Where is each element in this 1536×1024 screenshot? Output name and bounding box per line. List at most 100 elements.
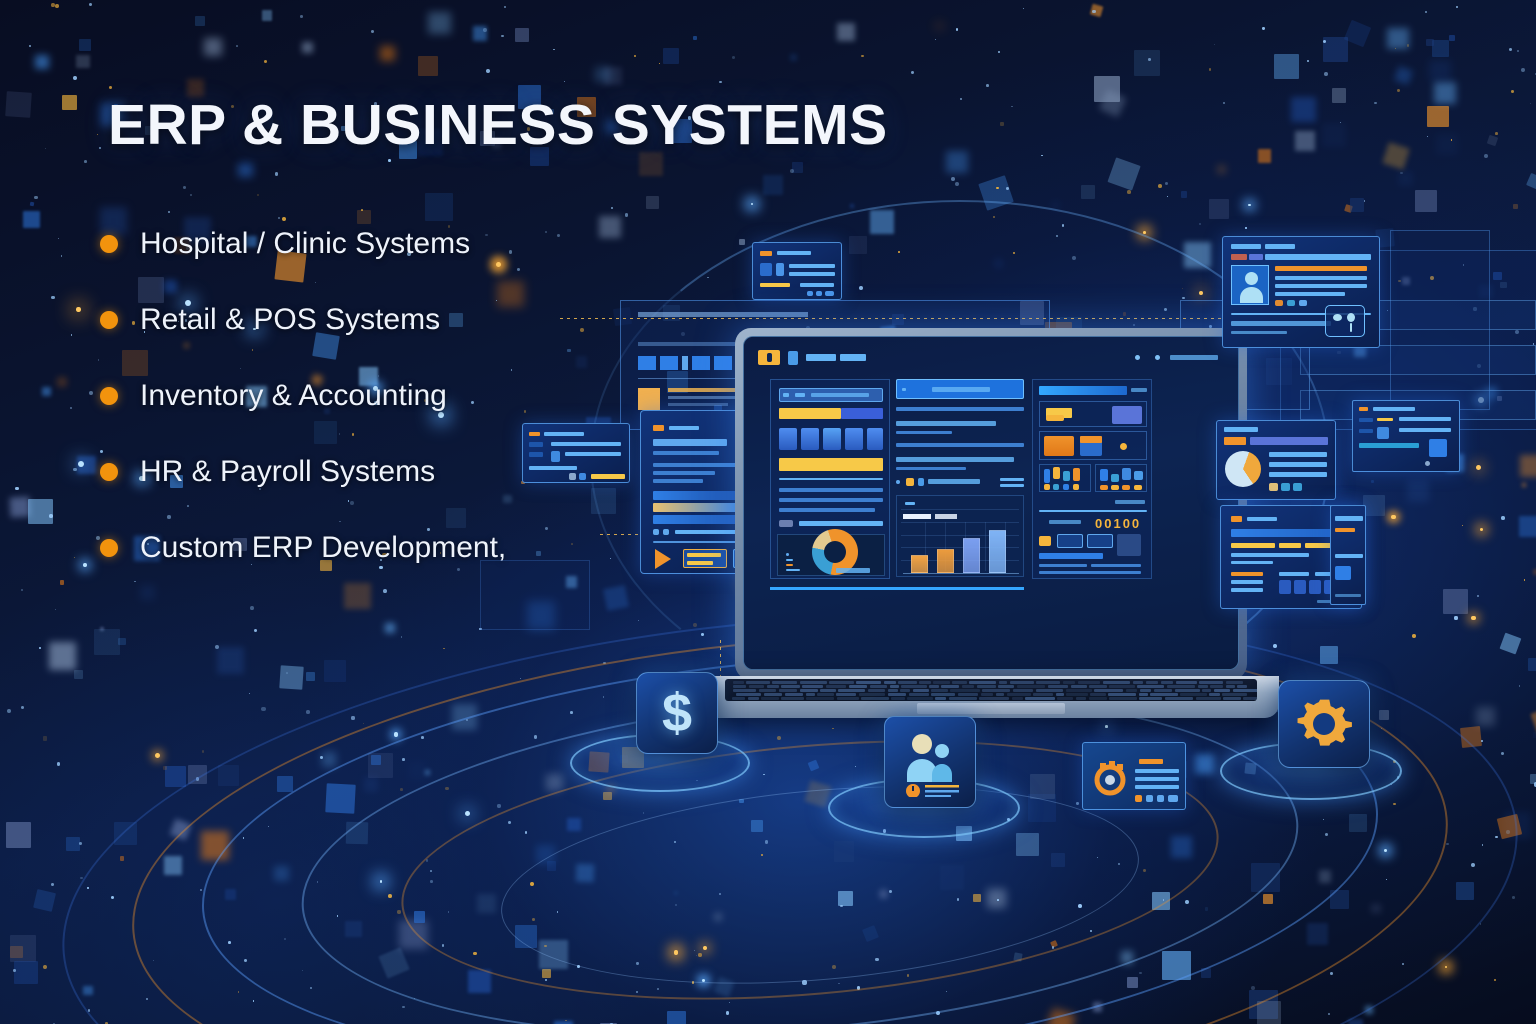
inventory-card[interactable] xyxy=(1082,742,1186,810)
keyboard-key[interactable] xyxy=(747,697,759,700)
keyboard-key[interactable] xyxy=(758,689,777,692)
keyboard-key[interactable] xyxy=(908,693,929,696)
keyboard-key[interactable] xyxy=(891,697,905,700)
window-dot-icon[interactable] xyxy=(1135,355,1140,360)
keyboard-key[interactable] xyxy=(887,693,907,696)
keyboard-key[interactable] xyxy=(1210,685,1224,688)
keyboard-key[interactable] xyxy=(1137,685,1165,688)
keyboard-key[interactable] xyxy=(976,685,996,688)
keyboard-key[interactable] xyxy=(1138,693,1148,696)
keyboard-key[interactable] xyxy=(1164,697,1194,700)
keyboard-key[interactable] xyxy=(1012,689,1034,692)
keyboard-key[interactable] xyxy=(1094,689,1124,692)
keyboard-key[interactable] xyxy=(817,693,834,696)
keyboard-key[interactable] xyxy=(898,681,917,684)
keyboard-key[interactable] xyxy=(802,685,824,688)
keyboard-key[interactable] xyxy=(889,685,899,688)
keyboard-key[interactable] xyxy=(1225,685,1235,688)
keyboard-key[interactable] xyxy=(1011,697,1023,700)
keyboard-key[interactable] xyxy=(732,681,744,684)
keyboard-key[interactable] xyxy=(1243,697,1257,700)
keyboard-key[interactable] xyxy=(1035,689,1063,692)
keyboard-key[interactable] xyxy=(883,681,896,684)
keyboard-key[interactable] xyxy=(1160,681,1174,684)
settings-card[interactable] xyxy=(1278,680,1370,768)
keyboard-key[interactable] xyxy=(1055,693,1064,696)
keyboard-key[interactable] xyxy=(1195,697,1221,700)
keyboard-key[interactable] xyxy=(1197,685,1208,688)
keyboard-key[interactable] xyxy=(1237,685,1247,688)
window-dot-icon[interactable] xyxy=(1155,355,1160,360)
keyboard-key[interactable] xyxy=(746,681,770,684)
keyboard-key[interactable] xyxy=(901,685,927,688)
keyboard-key[interactable] xyxy=(820,689,836,692)
keyboard-key[interactable] xyxy=(1109,697,1137,700)
keyboard-key[interactable] xyxy=(825,685,847,688)
keyboard-key[interactable] xyxy=(1139,689,1152,692)
keyboard-key[interactable] xyxy=(1180,693,1207,696)
keyboard-key[interactable] xyxy=(929,685,939,688)
keyboard-key[interactable] xyxy=(1016,685,1046,688)
keyboard-key[interactable] xyxy=(781,685,800,688)
keyboard-key[interactable] xyxy=(1202,689,1212,692)
keyboard-key[interactable] xyxy=(829,681,854,684)
keyboard-key[interactable] xyxy=(1047,685,1069,688)
keyboard-key[interactable] xyxy=(838,689,866,692)
keyboard[interactable] xyxy=(725,679,1257,701)
keyboard-key[interactable] xyxy=(1102,681,1131,684)
keyboard-key[interactable] xyxy=(1075,697,1087,700)
keyboard-key[interactable] xyxy=(1125,689,1138,692)
keyboard-key[interactable] xyxy=(995,693,1005,696)
keyboard-key[interactable] xyxy=(998,685,1015,688)
keyboard-key[interactable] xyxy=(1232,689,1257,692)
topbar-menu-icon[interactable] xyxy=(1170,355,1218,360)
keyboard-key[interactable] xyxy=(980,693,994,696)
keyboard-key[interactable] xyxy=(858,693,886,696)
keyboard-key[interactable] xyxy=(1090,693,1106,696)
keyboard-key[interactable] xyxy=(1222,693,1247,696)
keyboard-key[interactable] xyxy=(806,697,835,700)
keyboard-key[interactable] xyxy=(761,697,779,700)
keyboard-key[interactable] xyxy=(867,689,886,692)
keyboard-key[interactable] xyxy=(1077,681,1101,684)
keyboard-key[interactable] xyxy=(781,697,804,700)
keyboard-key[interactable] xyxy=(1036,681,1061,684)
keyboard-key[interactable] xyxy=(1033,693,1054,696)
keyboard-key[interactable] xyxy=(1089,685,1107,688)
finance-card[interactable]: $ xyxy=(636,672,718,754)
keyboard-key[interactable] xyxy=(836,697,859,700)
keyboard-key[interactable] xyxy=(1065,689,1092,692)
keyboard-key[interactable] xyxy=(1070,685,1087,688)
keyboard-key[interactable] xyxy=(1175,681,1197,684)
keyboard-key[interactable] xyxy=(931,693,955,696)
keyboard-key[interactable] xyxy=(1062,681,1076,684)
keyboard-key[interactable] xyxy=(1174,689,1200,692)
keyboard-key[interactable] xyxy=(952,681,967,684)
cta-button[interactable] xyxy=(779,458,883,471)
keyboard-key[interactable] xyxy=(732,697,746,700)
keyboard-key[interactable] xyxy=(1223,697,1241,700)
keyboard-key[interactable] xyxy=(1108,693,1137,696)
keyboard-key[interactable] xyxy=(869,685,888,688)
keyboard-key[interactable] xyxy=(931,689,948,692)
keyboard-key[interactable] xyxy=(961,685,975,688)
keyboard-key[interactable] xyxy=(766,685,779,688)
keyboard-key[interactable] xyxy=(1066,693,1088,696)
keyboard-key[interactable] xyxy=(799,681,827,684)
keyboard-key[interactable] xyxy=(941,685,960,688)
keyboard-key[interactable] xyxy=(848,685,868,688)
keyboard-key[interactable] xyxy=(805,693,815,696)
keyboard-key[interactable] xyxy=(1209,693,1220,696)
keyboard-key[interactable] xyxy=(912,689,929,692)
keyboard-key[interactable] xyxy=(948,697,977,700)
keyboard-key[interactable] xyxy=(1166,685,1196,688)
keyboard-key[interactable] xyxy=(1057,697,1074,700)
keyboard-key[interactable] xyxy=(778,689,798,692)
keyboard-key[interactable] xyxy=(1213,689,1231,692)
keyboard-key[interactable] xyxy=(1009,681,1034,684)
keyboard-key[interactable] xyxy=(900,689,911,692)
keyboard-key[interactable] xyxy=(784,693,804,696)
keyboard-key[interactable] xyxy=(933,681,950,684)
keyboard-key[interactable] xyxy=(982,689,1011,692)
keyboard-key[interactable] xyxy=(1088,697,1107,700)
